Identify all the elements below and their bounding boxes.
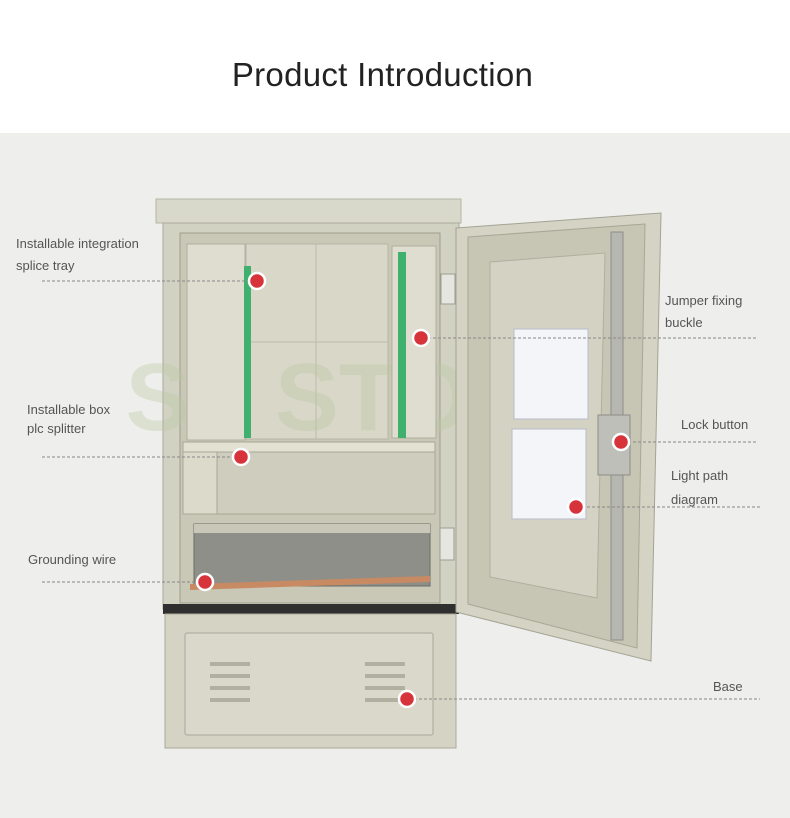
callout-plc: Installable box plc splitter bbox=[27, 400, 110, 438]
callout-grounding-line1: Grounding wire bbox=[28, 552, 117, 567]
terminal-panel bbox=[193, 523, 431, 587]
marker-splice-tray bbox=[247, 271, 267, 291]
marker-light-path bbox=[566, 497, 586, 517]
callout-jumper-line1: Jumper fixing bbox=[665, 293, 743, 308]
splitter-shelf bbox=[182, 441, 436, 453]
callout-plc-line2: plc splitter bbox=[27, 421, 86, 436]
base-vents bbox=[210, 662, 405, 702]
marker-lock bbox=[611, 432, 631, 452]
cabinet-top-cap bbox=[155, 198, 462, 224]
marker-grounding bbox=[195, 572, 215, 592]
callout-base: Base bbox=[713, 676, 743, 698]
markers bbox=[195, 271, 631, 709]
callout-base-line1: Base bbox=[713, 679, 743, 694]
grounding-bar bbox=[190, 576, 430, 590]
callout-grounding: Grounding wire bbox=[28, 549, 116, 571]
diagram-sheet-top bbox=[513, 328, 589, 420]
callout-jumper: Jumper fixing buckle bbox=[665, 290, 742, 334]
callout-splice-tray-line1: Installable integration bbox=[16, 236, 139, 251]
callout-splice-tray-line2: splice tray bbox=[16, 258, 75, 273]
callout-light-path-line2: diagram bbox=[671, 492, 718, 507]
callout-lock: Lock button bbox=[681, 414, 748, 436]
marker-jumper bbox=[411, 328, 431, 348]
callout-light-path-line1: Light path bbox=[671, 468, 729, 483]
marker-base bbox=[397, 689, 417, 709]
callout-lock-line1: Lock button bbox=[681, 417, 749, 432]
splice-tray-frame bbox=[186, 243, 246, 441]
callout-plc-line1: Installable box bbox=[27, 402, 111, 417]
callout-splice-tray: Installable integration splice tray bbox=[16, 233, 139, 277]
right-adapter-column bbox=[398, 252, 406, 438]
callout-light-path: Light path diagram bbox=[671, 464, 728, 512]
left-adapter-column bbox=[244, 266, 251, 438]
callout-jumper-line2: buckle bbox=[665, 315, 703, 330]
page-title: Product Introduction bbox=[231, 56, 534, 93]
marker-plc bbox=[231, 447, 251, 467]
